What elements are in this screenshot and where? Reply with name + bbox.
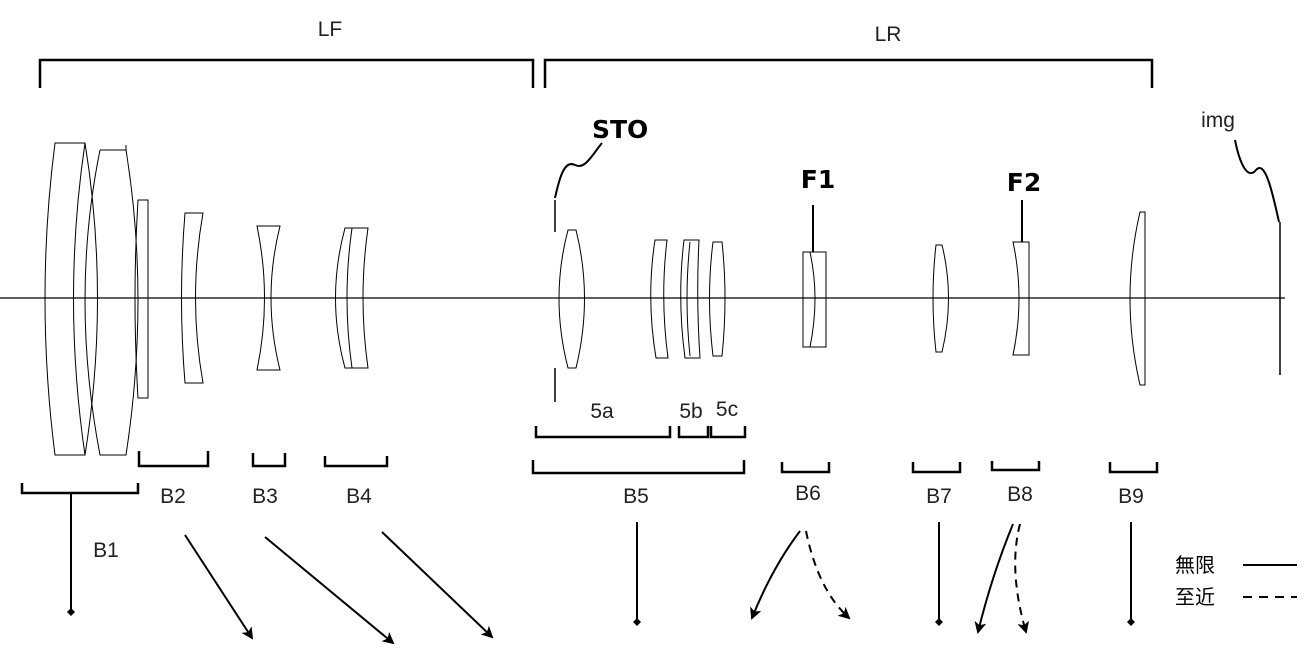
bracket-lf [40,60,533,88]
subgroup-label-5b: 5b [679,400,702,423]
legend: 無限 至近 [1175,553,1297,609]
block-label-b7: B7 [926,485,952,508]
image-label: img [1201,109,1235,132]
movement-b8-close-arrow [1015,524,1026,632]
subgroup-label-5c: 5c [716,398,738,421]
stop-label: STO [592,115,648,144]
movement-b2-arrow [185,535,252,638]
movement-b6-infinity-arrow [752,531,800,618]
f1-label: F1 [801,165,835,194]
image-leader [1235,140,1279,222]
bracket-b6 [782,462,829,472]
bracket-5c [711,426,745,437]
bracket-b3 [253,453,285,466]
stop-leader [555,143,602,198]
lens-f1 [803,252,826,347]
bracket-b7 [913,462,960,472]
bracket-b1 [22,483,138,493]
movement-b3-arrow [265,537,393,643]
block-label-b9: B9 [1118,485,1144,508]
bracket-5b [679,426,708,437]
block-label-b2: B2 [160,485,186,508]
group-label-lr: LR [875,23,902,46]
block-label-b3: B3 [252,485,278,508]
bracket-lr [545,60,1152,88]
block-label-b5: B5 [623,485,649,508]
lens-group-b1 [45,143,148,455]
block-label-b6: B6 [795,482,821,505]
movement-b4-arrow [382,532,492,637]
bracket-b4 [325,456,387,466]
movement-b6-close-arrow [806,531,849,618]
movement-b8-infinity-arrow [978,524,1013,632]
block-label-b1: B1 [93,539,119,562]
legend-label-close: 至近 [1175,585,1215,609]
bracket-5a [536,426,670,437]
block-label-b8: B8 [1007,483,1033,506]
f2-label: F2 [1007,168,1041,197]
bracket-b8 [992,461,1039,470]
subgroup-label-5a: 5a [590,400,614,423]
bracket-b2 [139,451,208,466]
block-label-b4: B4 [346,485,372,508]
lens-group-b5 [559,230,725,368]
legend-label-infinity: 無限 [1175,553,1215,577]
bracket-b5 [533,460,744,473]
bracket-b9 [1110,462,1157,472]
group-label-lf: LF [318,18,343,41]
